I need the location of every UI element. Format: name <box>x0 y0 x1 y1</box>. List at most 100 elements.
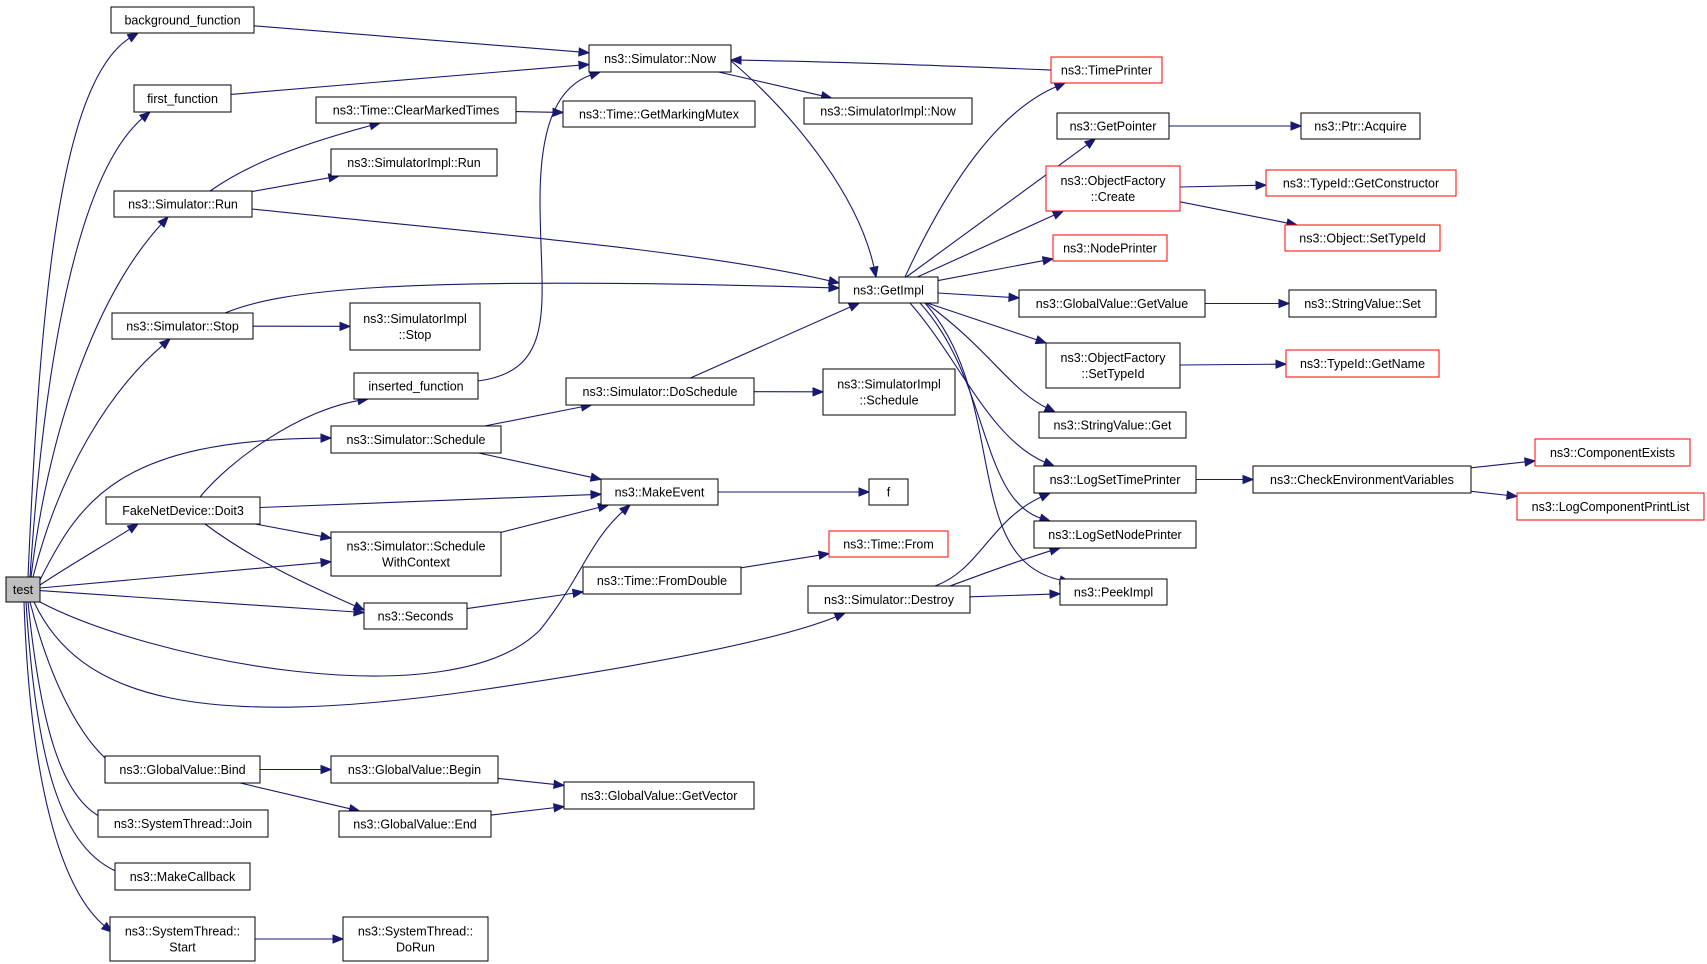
node-svset[interactable]: ns3::StringValue::Set <box>1288 289 1437 318</box>
node-label: ns3::Simulator::Destroy <box>824 593 955 607</box>
node-gvbind[interactable]: ns3::GlobalValue::Bind <box>104 755 261 784</box>
node-box <box>113 190 253 218</box>
edge-simrun-to-clrmark <box>209 124 373 192</box>
edge-simnow-to-getimpl <box>729 59 875 270</box>
node-label: ns3::Simulator::Schedule <box>347 540 486 554</box>
node-objsettypeid[interactable]: ns3::Object::SetTypeId <box>1284 224 1441 252</box>
node-label: ns3::TypeId::GetName <box>1300 357 1425 371</box>
edge-simrun-to-simimplrun <box>251 176 332 193</box>
node-simnow[interactable]: ns3::Simulator::Now <box>588 44 732 73</box>
node-logcompprint[interactable]: ns3::LogComponentPrintList <box>1516 492 1705 521</box>
node-clrmark[interactable]: ns3::Time::ClearMarkedTimes <box>315 96 517 124</box>
node-label: ::Stop <box>399 328 432 342</box>
node-label: ns3::SimulatorImpl::Now <box>820 105 956 119</box>
node-box <box>1056 112 1170 140</box>
node-getpointer[interactable]: ns3::GetPointer <box>1056 112 1170 140</box>
node-ofsettypeid[interactable]: ns3::ObjectFactory::SetTypeId <box>1045 342 1181 389</box>
node-label: ns3::TimePrinter <box>1061 64 1152 78</box>
node-first[interactable]: first_function <box>133 84 232 113</box>
node-label: ns3::ComponentExists <box>1550 446 1675 460</box>
node-ststart[interactable]: ns3::SystemThread::Start <box>109 916 256 962</box>
node-stjoin[interactable]: ns3::SystemThread::Join <box>97 809 269 838</box>
node-label: ns3::GlobalValue::Bind <box>119 763 245 777</box>
node-getimpl[interactable]: ns3::GetImpl <box>838 276 939 304</box>
node-box <box>330 425 502 454</box>
edge-checkenv-to-compexists-arrowhead <box>1524 457 1537 467</box>
node-fake[interactable]: FakeNetDevice::Doit3 <box>105 496 261 525</box>
edge-checkenv-to-compexists <box>1470 461 1528 469</box>
node-box <box>1288 289 1437 318</box>
node-simdosched[interactable]: ns3::Simulator::DoSchedule <box>565 377 755 406</box>
node-box <box>565 377 755 406</box>
node-gvbegin[interactable]: ns3::GlobalValue::Begin <box>330 755 499 784</box>
node-label: DoRun <box>396 941 435 955</box>
node-svget[interactable]: ns3::StringValue::Get <box>1038 411 1187 439</box>
node-simimplsched[interactable]: ns3::SimulatorImpl::Schedule <box>822 368 956 416</box>
node-box <box>353 372 479 400</box>
node-simstop[interactable]: ns3::Simulator::Stop <box>111 312 254 340</box>
node-getmarkmutex[interactable]: ns3::Time::GetMarkingMutex <box>562 100 756 128</box>
node-f[interactable]: f <box>868 478 909 506</box>
edge-ststart-to-stdorun-arrowhead <box>332 934 345 944</box>
node-tidgetname[interactable]: ns3::TypeId::GetName <box>1285 349 1440 378</box>
node-gvgetvalue[interactable]: ns3::GlobalValue::GetValue <box>1018 289 1206 318</box>
node-label: ::SetTypeId <box>1081 367 1144 381</box>
node-simdestroy[interactable]: ns3::Simulator::Destroy <box>807 585 971 614</box>
node-timeprinter[interactable]: ns3::TimePrinter <box>1050 56 1163 84</box>
node-logsettp[interactable]: ns3::LogSetTimePrinter <box>1033 465 1197 494</box>
node-stdorun[interactable]: ns3::SystemThread::DoRun <box>342 916 489 962</box>
node-simsched[interactable]: ns3::Simulator::Schedule <box>330 425 502 454</box>
node-peekimpl[interactable]: ns3::PeekImpl <box>1059 578 1168 606</box>
node-compexists[interactable]: ns3::ComponentExists <box>1534 438 1691 467</box>
node-label: ns3::SystemThread:: <box>358 925 473 939</box>
node-simimplnow[interactable]: ns3::SimulatorImpl::Now <box>803 97 973 125</box>
node-seconds[interactable]: ns3::Seconds <box>363 602 468 630</box>
node-ofcreate[interactable]: ns3::ObjectFactory::Create <box>1045 165 1181 212</box>
node-mkcb[interactable]: ns3::MakeCallback <box>114 862 251 891</box>
node-timefrom[interactable]: ns3::Time::From <box>828 530 949 558</box>
node-test[interactable]: test <box>5 576 41 603</box>
edge-simschedctx-to-makeevent <box>500 506 601 533</box>
edge-clrmark-to-getmarkmutex <box>515 111 556 113</box>
node-makeevent[interactable]: ns3::MakeEvent <box>600 478 719 506</box>
edge-checkenv-to-logcompprint-arrowhead <box>1506 490 1519 500</box>
node-label: ns3::NodePrinter <box>1063 242 1157 256</box>
node-box <box>803 97 973 125</box>
node-simrun[interactable]: ns3::Simulator::Run <box>113 190 253 218</box>
edge-fake-to-simschedctx <box>255 523 324 538</box>
edge-simdosched-to-getimpl <box>690 305 853 379</box>
edge-fake-to-seconds-arrowhead <box>352 601 366 611</box>
node-label: ns3::MakeCallback <box>130 870 236 884</box>
node-label: ns3::GlobalValue::GetVector <box>581 789 738 803</box>
node-label: ns3::SimulatorImpl <box>837 378 941 392</box>
node-logsetnp[interactable]: ns3::LogSetNodePrinter <box>1033 520 1197 549</box>
node-simimplrun[interactable]: ns3::SimulatorImpl::Run <box>330 148 498 177</box>
edge-getimpl-to-logsettp <box>909 302 1047 464</box>
node-gvend[interactable]: ns3::GlobalValue::End <box>338 810 492 838</box>
node-checkenv[interactable]: ns3::CheckEnvironmentVariables <box>1252 465 1472 494</box>
node-box <box>562 100 756 128</box>
node-inserted[interactable]: inserted_function <box>353 372 479 400</box>
node-gvgetvector[interactable]: ns3::GlobalValue::GetVector <box>563 781 755 810</box>
node-label: ns3::Simulator::DoSchedule <box>583 385 738 399</box>
node-tidgetctor[interactable]: ns3::TypeId::GetConstructor <box>1265 169 1457 197</box>
node-nodeprinter[interactable]: ns3::NodePrinter <box>1052 234 1168 262</box>
edge-test-to-mkcb <box>25 601 121 874</box>
edge-gvend-to-gvgetvector <box>490 806 557 816</box>
edge-getimpl-to-peekimpl <box>924 302 1063 581</box>
edge-seconds-to-fromdouble-arrowhead <box>571 588 585 599</box>
edge-gvbind-to-gvbegin-arrowhead <box>320 764 333 775</box>
node-bg[interactable]: background_function <box>110 6 255 34</box>
node-ptracquire[interactable]: ns3::Ptr::Acquire <box>1300 112 1421 140</box>
node-fromdouble[interactable]: ns3::Time::FromDouble <box>582 566 742 595</box>
edge-checkenv-to-logcompprint <box>1470 490 1510 497</box>
edge-getimpl-to-logsetnp <box>919 302 1043 520</box>
node-simimplstop[interactable]: ns3::SimulatorImpl::Stop <box>349 302 481 351</box>
edge-first-to-simnow <box>230 64 582 95</box>
node-box <box>1050 56 1163 84</box>
edge-test-to-simsched <box>39 437 324 581</box>
node-label: ns3::Simulator::Now <box>604 52 717 66</box>
edge-test-to-simrun <box>30 222 163 578</box>
node-box <box>1285 349 1440 378</box>
